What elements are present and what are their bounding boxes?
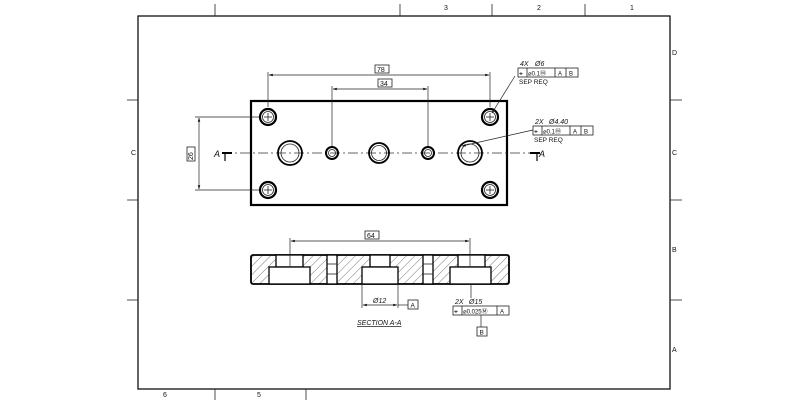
zone-label-top-1: 1	[630, 5, 634, 12]
zone-label-left-c: C	[131, 150, 136, 157]
svg-text:⌖: ⌖	[454, 309, 458, 316]
corner-hole-tl	[258, 107, 278, 127]
section-marker-right: A	[538, 149, 545, 159]
callout-4x-dia6: 4X Ø6 ⌖ ⌀0.1Ⓜ A B SEP REQ	[491, 61, 579, 114]
svg-text:2X: 2X	[534, 119, 544, 126]
dim-64: 64	[289, 230, 471, 267]
svg-text:34: 34	[380, 81, 388, 88]
section-marker-left: A	[213, 149, 220, 159]
callout-2x-dia4-40: 2X Ø4.40 ⌖ ⌀0.1Ⓜ A B SEP REQ	[461, 119, 594, 147]
small-hole-left	[325, 146, 339, 160]
corner-hole-br	[480, 180, 500, 200]
svg-text:A: A	[411, 303, 416, 310]
svg-text:⌀0.1Ⓜ: ⌀0.1Ⓜ	[528, 70, 546, 78]
zone-label-right-d: D	[672, 50, 677, 57]
dim-78: 78	[267, 64, 491, 107]
svg-text:SEP REQ: SEP REQ	[519, 79, 548, 86]
datum-b-label: B	[480, 330, 484, 337]
zone-label-bottom-5: 5	[257, 392, 261, 399]
counterbore-right	[449, 254, 492, 285]
zone-label-top-2: 2	[537, 5, 541, 12]
svg-text:2X: 2X	[454, 299, 464, 306]
svg-text:⌀0.025Ⓜ: ⌀0.025Ⓜ	[463, 308, 488, 316]
zone-label-right-a: A	[672, 347, 677, 354]
svg-text:26: 26	[188, 152, 195, 160]
zone-label-right-b: B	[672, 247, 677, 254]
zone-label-bottom-6: 6	[163, 392, 167, 399]
zone-label-right-c: C	[672, 150, 677, 157]
svg-text:Ø12: Ø12	[372, 298, 386, 305]
corner-hole-bl	[258, 180, 278, 200]
thru-hole-right	[422, 254, 434, 285]
svg-text:Ø15: Ø15	[468, 299, 482, 306]
svg-text:A: A	[500, 310, 504, 316]
sheet-border	[127, 4, 682, 400]
top-view: A A	[186, 61, 594, 207]
callout-2x-dia15: 2X Ø15 ⌖ ⌀0.025Ⓜ A B	[452, 284, 510, 337]
svg-text:4X: 4X	[520, 61, 529, 68]
svg-text:⌖: ⌖	[519, 71, 523, 78]
corner-hole-tr	[480, 107, 500, 127]
svg-text:Ø6: Ø6	[534, 61, 544, 68]
svg-text:Ø4.40: Ø4.40	[548, 119, 568, 126]
svg-text:A: A	[573, 130, 577, 136]
svg-text:64: 64	[367, 233, 375, 240]
counterbore-left	[268, 254, 311, 285]
svg-text:B: B	[584, 130, 588, 136]
svg-text:A: A	[558, 72, 562, 78]
svg-text:78: 78	[377, 67, 385, 74]
svg-text:B: B	[569, 72, 573, 78]
svg-text:⌖: ⌖	[534, 129, 538, 136]
large-hole-left	[277, 140, 303, 166]
zone-label-top-3: 3	[444, 5, 448, 12]
plate-outline	[249, 99, 509, 207]
small-hole-right	[421, 146, 435, 160]
svg-text:SEP REQ: SEP REQ	[534, 137, 563, 144]
thru-hole-left	[326, 254, 338, 285]
counterbore-center	[361, 254, 399, 285]
svg-text:⌀0.1Ⓜ: ⌀0.1Ⓜ	[543, 128, 561, 136]
dim-dia12: Ø12 A	[361, 284, 419, 310]
section-title: SECTION A-A	[357, 320, 402, 327]
dim-26: 26	[186, 116, 259, 191]
dim-34: 34	[331, 78, 429, 146]
section-view: 64 Ø12 A 2X Ø15 ⌖ ⌀0.025Ⓜ A B	[250, 230, 510, 337]
large-hole-center	[368, 142, 390, 164]
